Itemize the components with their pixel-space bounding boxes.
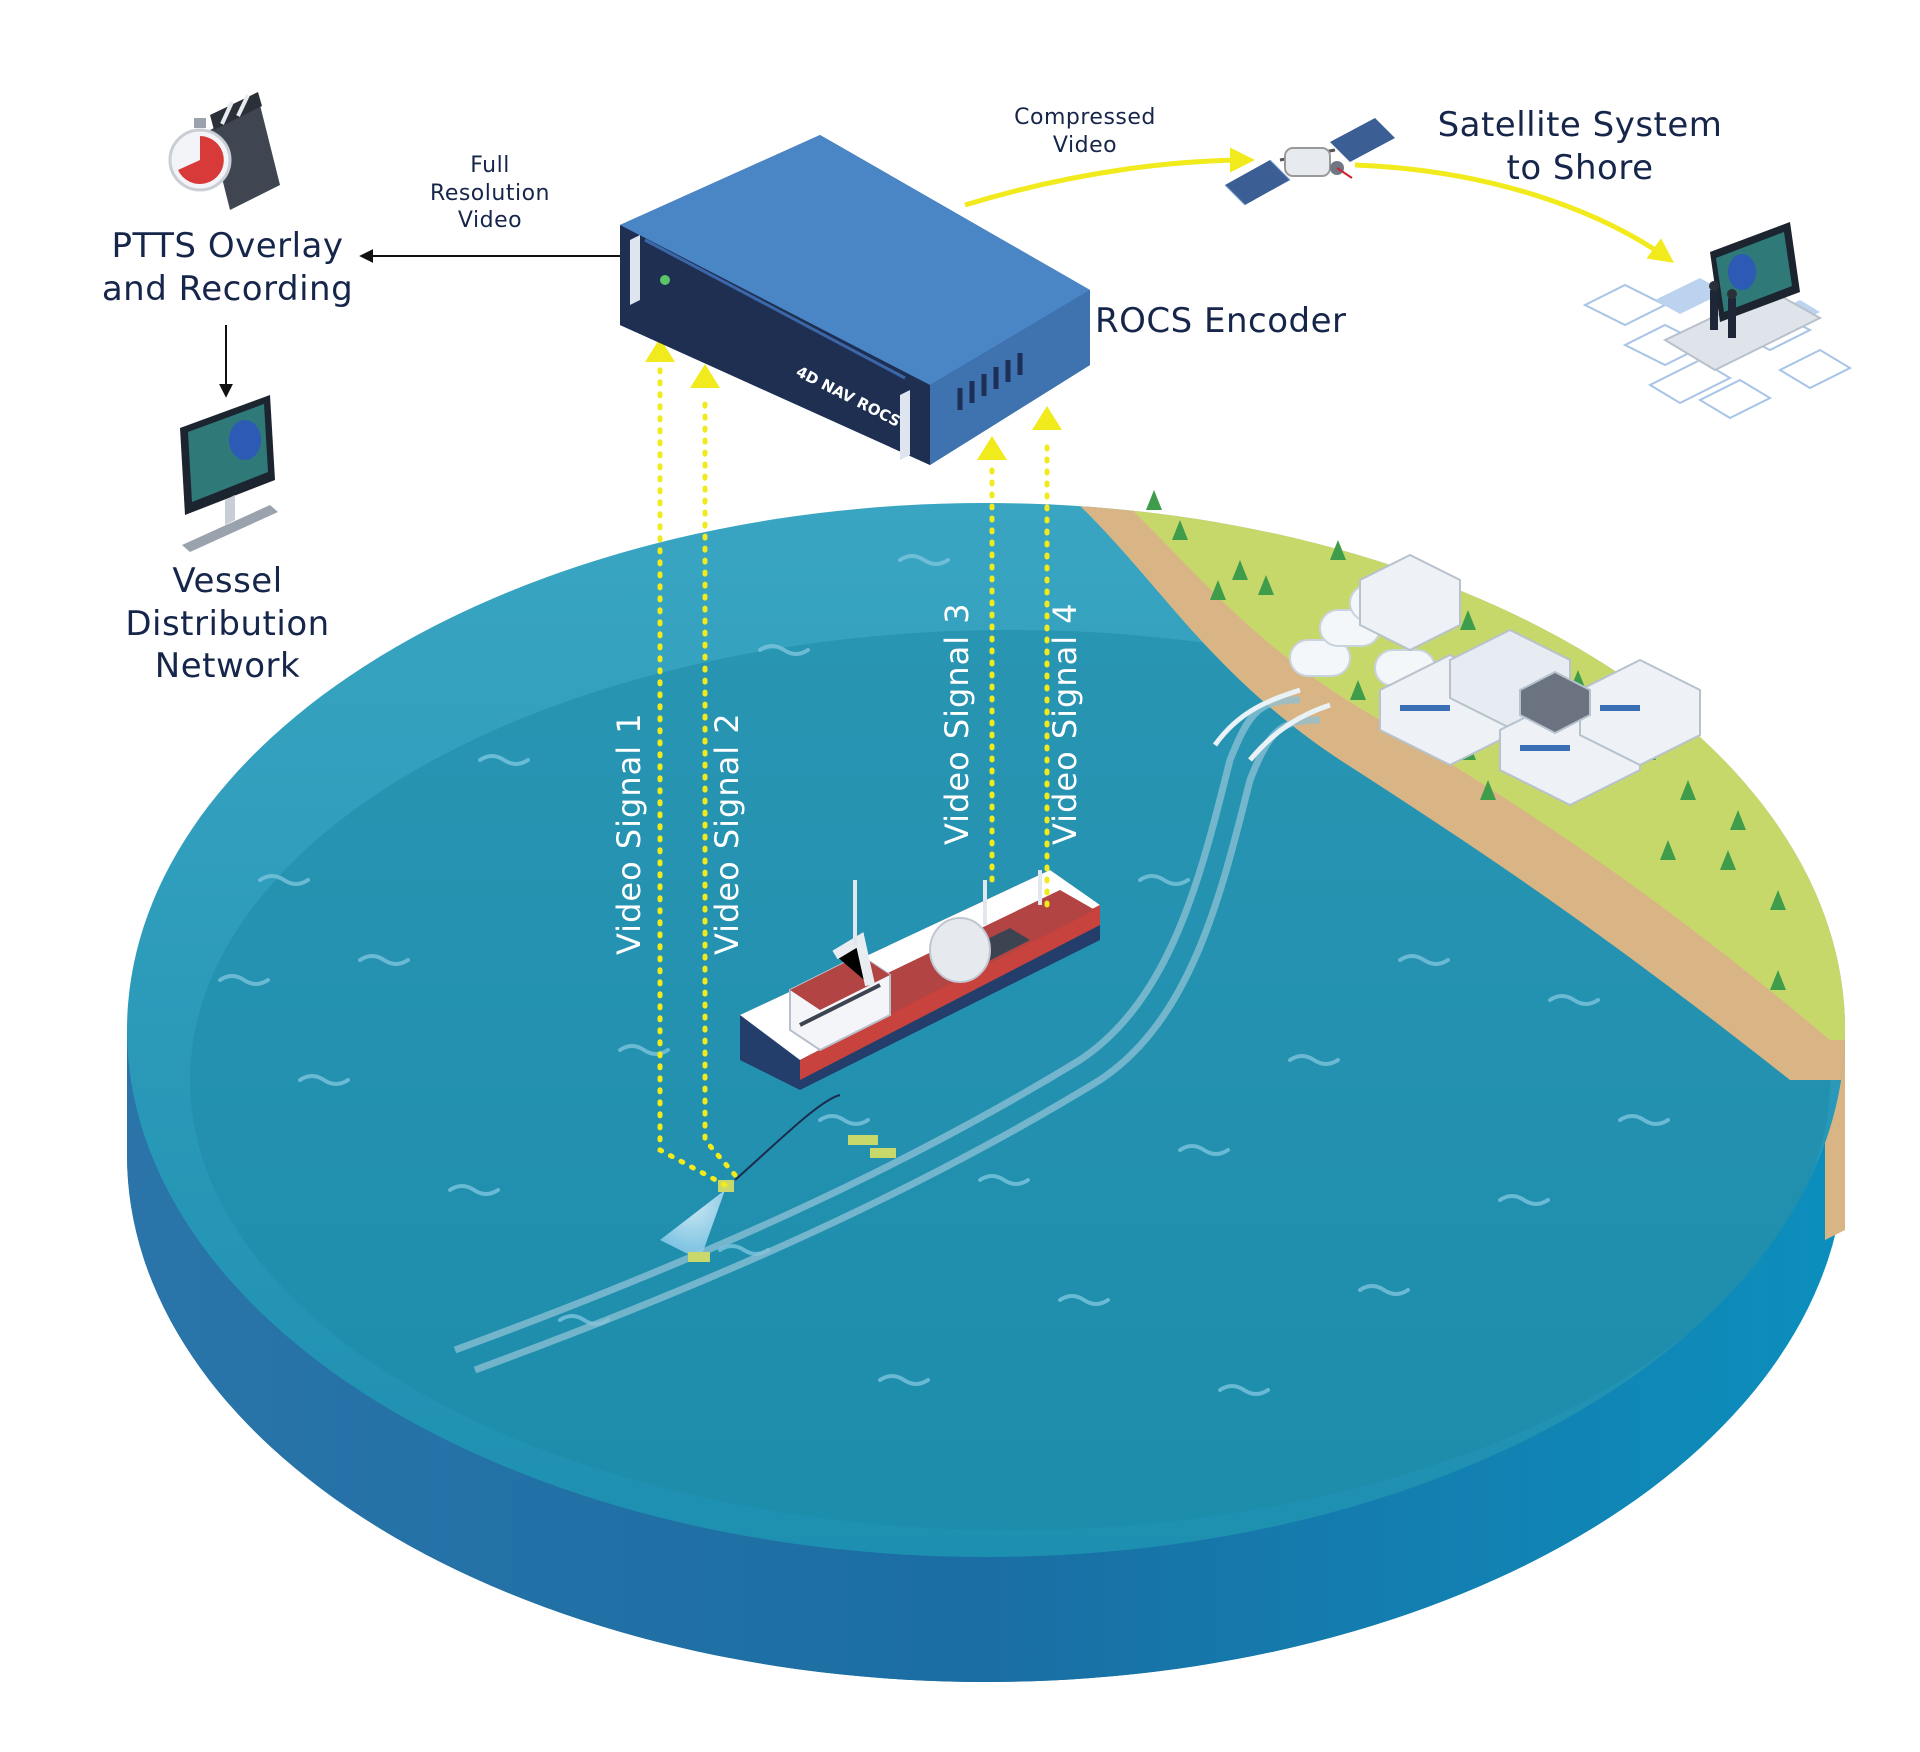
full-res-label: Full Resolution Video bbox=[410, 152, 570, 235]
monitor-icon bbox=[180, 395, 278, 552]
signal-label-4: Video Signal 4 bbox=[1046, 602, 1084, 845]
full-res-line-1: Full bbox=[470, 153, 510, 178]
ptts-label-line-1: PTTS Overlay bbox=[111, 226, 344, 266]
compressed-arrow bbox=[964, 147, 1255, 208]
satellite-line-1: Satellite System bbox=[1437, 105, 1723, 145]
signal-label-2: Video Signal 2 bbox=[708, 712, 746, 955]
satellite-icon bbox=[1224, 118, 1395, 206]
encoder-box-icon: 4D NAV ROCS bbox=[620, 135, 1090, 465]
compressed-line-1: Compressed bbox=[1014, 105, 1156, 130]
signal-label-3: Video Signal 3 bbox=[938, 602, 976, 845]
ptts-label: PTTS Overlay and Recording bbox=[100, 225, 355, 310]
signal-arrow-1 bbox=[645, 338, 675, 362]
rov bbox=[660, 1094, 896, 1262]
ptts-label-line-2: and Recording bbox=[101, 268, 354, 309]
full-res-line-2: Resolution bbox=[430, 180, 550, 206]
signal-line-2 bbox=[702, 392, 738, 1178]
satellite-line-2: to Shore bbox=[1506, 147, 1654, 188]
signal-line-1 bbox=[657, 357, 728, 1188]
signal-arrowheads bbox=[645, 338, 1062, 460]
satellite-label: Satellite System to Shore bbox=[1420, 104, 1740, 189]
compressed-line-2: Video bbox=[1052, 132, 1118, 158]
signal-arrow-4 bbox=[1032, 406, 1062, 430]
encoder-label: ROCS Encoder bbox=[1095, 301, 1347, 341]
vessel-network-line-2: Distribution bbox=[125, 603, 330, 644]
vessel bbox=[740, 870, 1100, 1090]
shore-arrow bbox=[1354, 162, 1675, 263]
signal-arrow-3 bbox=[977, 436, 1007, 460]
vessel-network-label: Vessel Distribution Network bbox=[110, 560, 345, 688]
signal-lines bbox=[657, 357, 1050, 1188]
ocean-disc bbox=[127, 503, 1845, 1682]
full-res-line-3: Video bbox=[457, 208, 523, 233]
compressed-label: Compressed Video bbox=[1000, 104, 1170, 159]
signal-arrow-2 bbox=[690, 364, 720, 388]
vessel-network-line-3: Network bbox=[154, 646, 301, 686]
vessel-network-line-1: Vessel bbox=[172, 561, 283, 601]
laptop-icon bbox=[1582, 222, 1853, 420]
signal-label-1: Video Signal 1 bbox=[610, 712, 648, 955]
clapperboard-stopwatch-icon bbox=[168, 92, 280, 210]
shore-facility bbox=[1146, 490, 1786, 990]
